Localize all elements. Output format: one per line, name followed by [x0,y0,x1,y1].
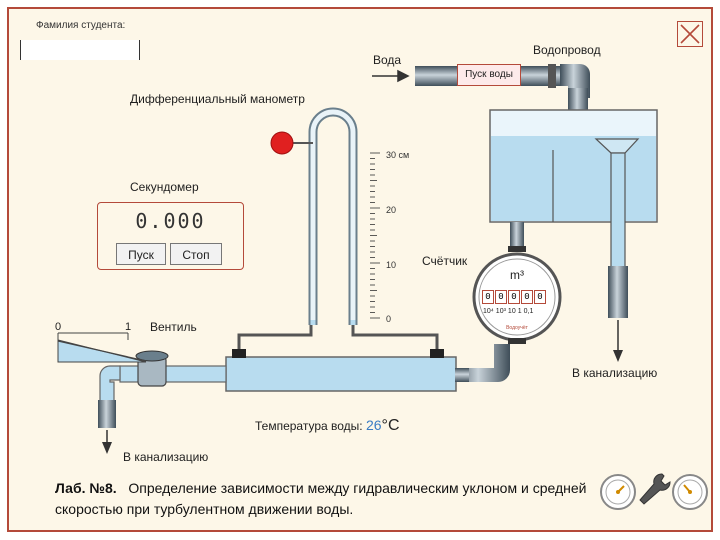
tank-outlet-collar [508,246,526,252]
valve-handle[interactable] [135,350,169,362]
gauge-button-left[interactable] [600,474,636,510]
lab-title: Лаб. №8. Определение зависимости между г… [55,478,615,520]
drain-right-arrow-head [613,350,623,362]
air-release-ball[interactable] [270,131,294,155]
manometer-label: Дифференциальный манометр [130,92,305,106]
settings-button[interactable] [636,470,672,510]
scale-tick-30: 30 см [386,150,410,160]
meter-digit: 0 [482,290,494,304]
meter-multipliers: 10⁴ 10³ 10 1 0,1 [483,308,533,315]
left-elbow [99,365,121,405]
meter-digit: 0 [508,290,520,304]
water-supply-label: Водопровод [533,43,601,57]
tap-right [430,349,444,358]
tank-outlet-pipe [510,222,524,250]
tank-water [491,136,656,221]
wrench-icon [639,473,671,505]
temperature-value: 26 [365,417,382,433]
counter-label: Счётчик [422,254,468,268]
valve-label: Вентиль [150,320,197,334]
overflow-pipe [610,152,626,269]
left-outlet [98,400,116,428]
drain-left-label: В канализацию [123,450,209,464]
student-name-input[interactable] [20,40,140,60]
valve-min-label: 0 [55,321,62,333]
close-icon [680,24,700,44]
gauge-icon [605,479,631,505]
temperature-label: Температура воды: [255,419,363,433]
supply-pipe-collar [548,64,556,88]
overflow-outlet [608,266,628,318]
stopwatch-label: Секундомер [130,180,199,194]
water-arrow [372,69,410,83]
meter-multiplier: 10³ [495,308,506,315]
gauge-button-right[interactable] [672,474,708,510]
manometer-scale [370,152,380,319]
stopwatch-display: 0.000 [135,209,206,233]
scale-tick-0: 0 [386,314,392,324]
meter-multiplier: 0,1 [523,308,534,315]
stopwatch: 0.000 Пуск Стоп [97,202,244,270]
meter-digit: 0 [534,290,546,304]
meter-unit: m³ [510,268,524,282]
meter-digits: 0 0 0 0 0 [482,290,546,304]
lab-description: Определение зависимости между гидравличе… [55,480,587,517]
tap-left [232,349,246,358]
manometer-tube [308,107,358,325]
meter-digit: 0 [495,290,507,304]
scale-tick-10: 10 [386,260,397,270]
temperature-readout: Температура воды: 26°C [255,417,400,435]
right-connector [455,368,469,382]
meter-digit: 0 [521,290,533,304]
temperature-unit: °C [381,417,400,434]
left-pipe [119,365,227,383]
water-label: Вода [373,53,402,67]
valve-pointer [57,340,147,362]
meter-multiplier: 10⁴ [483,308,494,315]
student-name-label: Фамилия студента: [36,20,126,31]
lab-number: Лаб. №8. [55,480,117,496]
meter-multiplier: 1 [517,308,522,315]
meter-multiplier: 10 [507,308,516,315]
stopwatch-start-button[interactable]: Пуск [116,243,166,265]
scale-tick-20: 20 [386,205,397,215]
drain-right-label: В канализацию [572,366,658,380]
stopwatch-stop-button[interactable]: Стоп [170,243,222,265]
gauge-icon [677,479,703,505]
meter-bottom-collar [508,338,526,344]
test-section [225,356,457,392]
close-button[interactable] [677,21,703,47]
start-water-button[interactable]: Пуск воды [457,64,521,86]
drain-left-arrow-head [102,442,112,454]
svg-text:Водоучёт: Водоучёт [506,325,529,331]
valve-max-label: 1 [125,321,132,333]
